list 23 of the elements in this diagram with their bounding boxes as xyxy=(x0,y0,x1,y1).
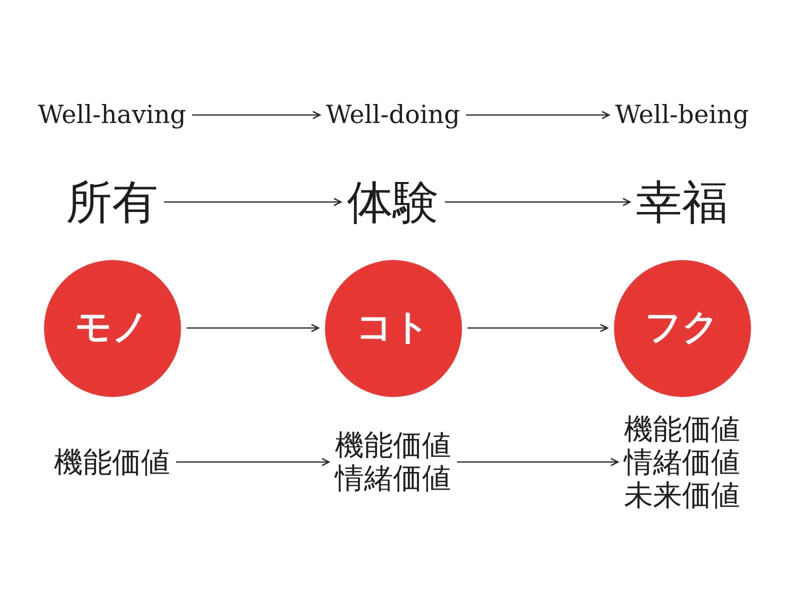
value-text: 機能価値 xyxy=(54,446,170,478)
circle-label: モノ xyxy=(75,307,149,349)
value-text: 未来価値 xyxy=(624,478,740,512)
value-text: 機能価値 xyxy=(335,429,451,462)
value-text: 情緒価値 xyxy=(624,446,740,478)
arrow xyxy=(176,458,330,466)
circle-label: コト xyxy=(356,307,430,349)
stage-heading: Well-doing xyxy=(326,100,460,130)
stage-title: 幸福 xyxy=(636,175,728,229)
arrow xyxy=(164,198,342,206)
arrow xyxy=(468,324,608,332)
stage-heading: Well-having xyxy=(38,100,186,130)
stage-title: 所有 xyxy=(66,175,158,229)
arrow xyxy=(192,110,321,120)
arrow xyxy=(466,110,610,120)
stage-title: 体験 xyxy=(347,175,439,229)
arrow xyxy=(457,458,619,466)
value-text: 機能価値 xyxy=(624,412,740,446)
circle-label: フク xyxy=(645,307,719,349)
arrow xyxy=(445,198,631,206)
value-text: 情緒価値 xyxy=(335,462,451,495)
stage-heading: Well-being xyxy=(615,100,749,130)
arrow xyxy=(186,324,320,332)
